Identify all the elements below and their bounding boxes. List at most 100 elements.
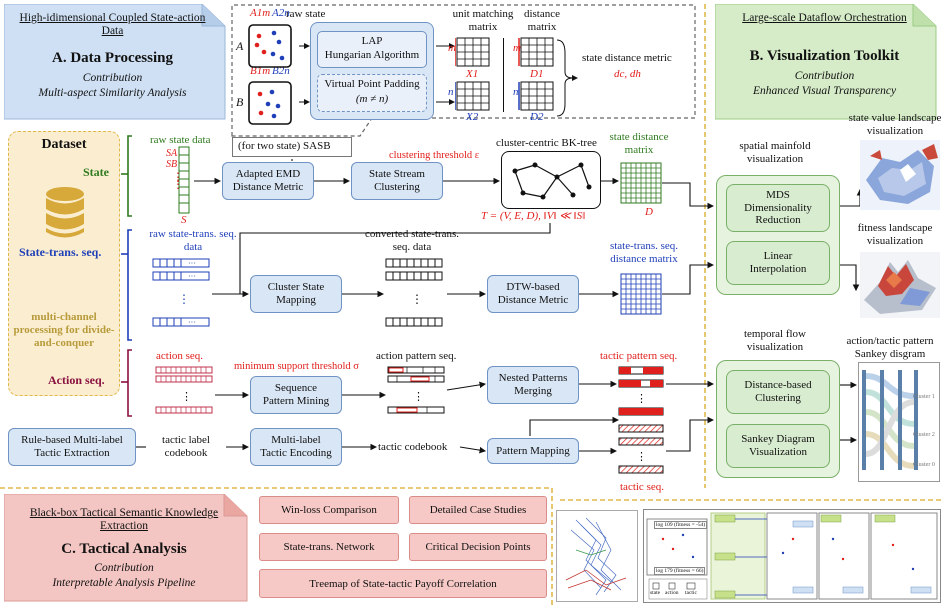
sankey-cluster-2: Cluster 2: [913, 432, 935, 438]
case-study-graphic: [646, 512, 938, 600]
raw-state-data-label: raw state data: [150, 134, 211, 146]
for-two-state-box: [232, 137, 352, 157]
panel-c-desc: Interpretable Analysis Pipeline: [52, 577, 196, 589]
clustering-threshold: clustering threshold ε: [389, 150, 480, 161]
inset-an2: A2n: [272, 7, 290, 19]
dataset-state-trans: State-trans. seq.: [19, 245, 102, 259]
svg-text:···: ···: [188, 272, 196, 281]
pattern-seqs: ⋮: [387, 366, 445, 414]
converted-seqs: ⋮: [385, 258, 443, 327]
svg-text:⋮: ⋮: [181, 391, 192, 403]
inset-n2: n: [513, 86, 519, 98]
dataset-action: Action seq.: [48, 373, 105, 387]
trans-distance-matrix: [620, 273, 662, 315]
tactic-pattern-seq-label: tactic pattern seq.: [600, 350, 678, 362]
spatial-label: spatial mainfold visualization: [739, 140, 811, 165]
inset-d1: D1: [530, 68, 544, 80]
dataset-title: Dataset: [41, 137, 87, 152]
inset-arrows: [299, 43, 455, 105]
svg-text:⋮: ⋮: [636, 393, 647, 405]
panel-b-contribution: Contribution: [794, 70, 855, 82]
inset-am1: A1m: [250, 7, 271, 19]
tree-formula: T = (V, E, D), ‖V‖ ≪ ‖S‖: [481, 210, 586, 222]
panel-c-note: [4, 494, 248, 602]
state-stream-clustering-box: State Stream Clustering: [351, 162, 443, 200]
rule-based-box: Rule-based Multi-label Tactic Extraction: [8, 428, 136, 466]
state-trans-network-box: State-trans. Network: [259, 533, 399, 561]
state-value-landscape-label: state value landscape visualization: [848, 112, 942, 137]
inset-bm1: B1m: [250, 65, 271, 77]
sankey-image: [858, 362, 940, 482]
inset-distance-matrix: distance matrix: [523, 8, 561, 33]
dataset-state: State: [83, 165, 109, 179]
case-legend-state: state: [650, 590, 661, 596]
dtw-box: DTW-based Distance Metric: [487, 275, 579, 313]
svg-text:⋮: ⋮: [411, 292, 423, 306]
dataset-multichannel: multi-channel processing for divide-and-…: [13, 311, 115, 350]
win-loss-box: Win-loss Comparison: [259, 496, 399, 524]
inset-brace: [556, 39, 578, 117]
inset-raw-state-label: raw state: [286, 8, 326, 20]
inset-label-a: A: [236, 39, 244, 53]
state-sa: SA: [166, 148, 178, 159]
multilabel-box: Multi-label Tactic Encoding: [250, 428, 342, 466]
panel-a-contribution: Contribution: [82, 72, 143, 84]
adapted-emd-box: Adapted EMD Distance Metric: [222, 162, 314, 200]
state-d: D: [645, 206, 653, 218]
panel-c-contribution: Contribution: [94, 562, 154, 574]
panel-c-title: C. Tactical Analysis: [61, 541, 187, 557]
inset-padding: Virtual Point Padding: [324, 78, 420, 90]
action-sankey-label: action/tactic pattern Sankey disgram: [846, 335, 934, 360]
pattern-seq-label: action pattern seq.: [376, 350, 457, 362]
panel-a-title: A. Data Processing: [52, 50, 173, 66]
inset-x2: X2: [466, 111, 479, 123]
inset-state-distance-metric: state distance metric: [582, 52, 672, 64]
fitness-landscape-label: fitness landscape visualization: [857, 222, 933, 247]
inset-label-b: B: [236, 95, 244, 109]
tactic-pattern-seqs: ⋮: [618, 366, 664, 416]
case-studies-box: Detailed Case Studies: [409, 496, 547, 524]
inset-m1: m: [448, 42, 456, 54]
state-sb: SB: [166, 159, 178, 170]
svg-text:⋮: ⋮: [636, 451, 647, 463]
critical-decision-box: Critical Decision Points: [409, 533, 547, 561]
panel-c-subtitle: Black-box Tactical Semantic Knowledge Ex…: [29, 507, 219, 533]
nested-merging-box: Nested Patterns Merging: [487, 366, 579, 404]
panel-a-desc: Multi-aspect Similarity Analysis: [38, 87, 187, 99]
trans-matrix-label: state-trans. seq. distance matrix: [609, 240, 679, 265]
for-two-state: (for two state) SASB: [238, 140, 331, 152]
treemap-box: Treemap of State-tactic Payoff Correlati…: [259, 569, 547, 598]
network-thumbnail: [556, 510, 638, 602]
inset-n1: n: [448, 86, 454, 98]
sankey-cluster-0: Cluster 0: [913, 462, 935, 468]
converted-label: converted state-trans. seq. data: [364, 228, 460, 253]
panel-b-desc: Enhanced Visual Transparency: [752, 85, 897, 97]
panel-b-note: [715, 4, 937, 120]
action-seq-label: action seq.: [156, 350, 204, 362]
tactic-codebook: tactic codebook: [378, 441, 448, 453]
tactic-seqs: ⋮: [618, 424, 664, 474]
inset-lap-box: [317, 31, 427, 68]
distance-clustering-box: Distance-based Clustering: [726, 370, 830, 414]
dataset-panel: [8, 131, 120, 396]
inset-raw-state-boxes: [248, 24, 292, 125]
state-distance-matrix-label: state distance matrix: [609, 131, 669, 156]
svg-text:⋮: ⋮: [413, 391, 424, 403]
action-seqs: ⋮: [155, 366, 213, 414]
svg-text:⋮: ⋮: [178, 292, 190, 306]
case-legend-action: action: [665, 590, 679, 596]
case-log-2: log 179 (fitness = 66): [654, 567, 706, 576]
sankey-box: Sankey Diagram Visualization: [726, 424, 830, 468]
cluster-state-mapping-box: Cluster State Mapping: [250, 275, 342, 313]
inset-matrices: [455, 37, 554, 111]
raw-trans-seqs: ········· ⋮: [152, 258, 210, 327]
inset-x1: X1: [466, 68, 479, 80]
tactic-seq-label: tactic seq.: [620, 481, 664, 493]
inset-padding-box: [317, 74, 427, 112]
panel-b-title: B. Visualization Toolkit: [749, 48, 900, 64]
database-icon: [46, 187, 84, 238]
case-log-1: log 109 (fitness = -54): [654, 521, 708, 530]
case-legend-tactic: tactic: [685, 590, 697, 596]
sankey-cluster-1: Cluster 1: [913, 394, 935, 400]
